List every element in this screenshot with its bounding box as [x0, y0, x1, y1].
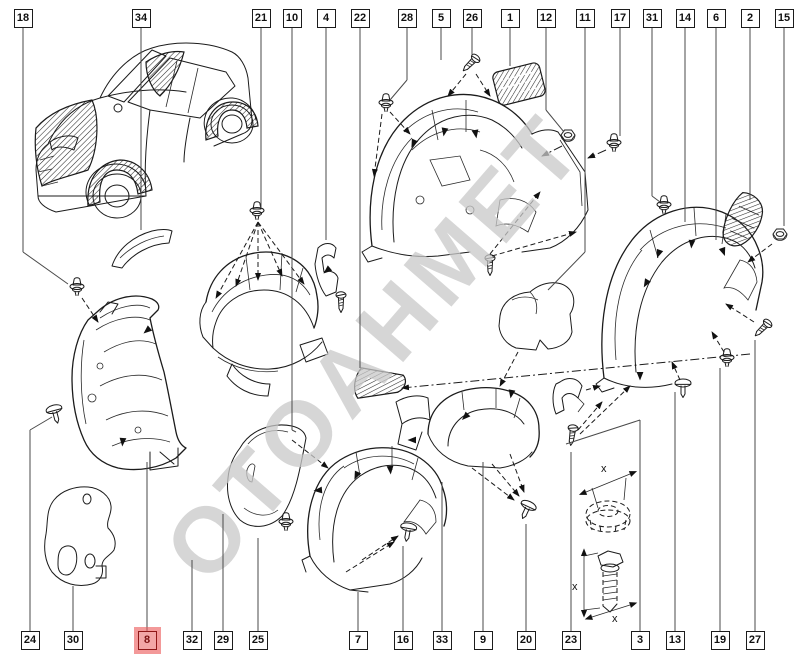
callout-box-22[interactable]: 22: [350, 9, 370, 28]
callout-box-14[interactable]: 14: [675, 9, 695, 28]
callout-box-2[interactable]: 2: [740, 9, 760, 28]
callout-box-23[interactable]: 23: [561, 631, 581, 650]
callout-box-12[interactable]: 12: [536, 9, 556, 28]
callout-box-32[interactable]: 32: [182, 631, 202, 650]
callout-line: [651, 195, 661, 203]
clip-icon: [69, 277, 85, 296]
callout-line: [29, 416, 53, 431]
screw-icon: [565, 423, 580, 447]
dim-label: x: [601, 463, 607, 475]
callout-line: [291, 429, 297, 433]
dim-nut-detail: x: [577, 463, 639, 534]
callout-box-15[interactable]: 15: [774, 9, 794, 28]
callout-box-27[interactable]: 27: [745, 631, 765, 650]
callout-box-21[interactable]: 21: [251, 9, 271, 28]
car-illustration: [34, 42, 259, 219]
bracket-drawing: [314, 243, 347, 313]
bracket-right-drawing: [552, 378, 585, 447]
callout-box-11[interactable]: 11: [575, 9, 595, 28]
callout-box-10[interactable]: 10: [282, 9, 302, 28]
right-rear-wheel-arch-liner-drawing: [595, 206, 764, 393]
top-rear-wheel-arch-liner-drawing: [361, 93, 589, 263]
clip-icon: [656, 195, 672, 214]
clip-icon: [719, 348, 735, 367]
dim-label: x: [572, 581, 578, 593]
callout-line: [22, 251, 69, 285]
callout-box-31[interactable]: 31: [642, 9, 662, 28]
clip-icon: [606, 133, 622, 152]
callout-line: [389, 79, 408, 101]
callout-box-17[interactable]: 17: [610, 9, 630, 28]
push-pin-icon: [44, 402, 66, 426]
callout-box-1[interactable]: 1: [500, 9, 520, 28]
lower-right-liner-drawing: [395, 387, 540, 469]
callout-box-29[interactable]: 29: [213, 631, 233, 650]
callout-box-5[interactable]: 5: [431, 9, 451, 28]
wedge-deflector-drawing: [354, 367, 406, 399]
callout-line: [545, 109, 565, 133]
callout-box-3[interactable]: 3: [630, 631, 650, 650]
dim-label: x: [612, 613, 618, 625]
side-vent-drawing: [722, 191, 764, 247]
callout-box-18[interactable]: 18: [13, 9, 33, 28]
push-pin-icon: [397, 521, 418, 544]
callout-box-19[interactable]: 19: [710, 631, 730, 650]
callout-box-7[interactable]: 7: [348, 631, 368, 650]
callout-line: [565, 419, 641, 445]
push-pin-icon: [674, 378, 692, 398]
callout-leader-lines: [22, 28, 785, 631]
dim-bolt-detail: x x: [572, 548, 639, 625]
push-pin-icon: [514, 497, 539, 523]
assembly-leader-lines: [81, 73, 773, 573]
callout-box-13[interactable]: 13: [665, 631, 685, 650]
callout-box-8[interactable]: 8: [137, 631, 157, 650]
vent-grille-drawing: [492, 62, 546, 106]
callout-box-4[interactable]: 4: [316, 9, 336, 28]
splash-shield-drawing: [498, 282, 575, 351]
clip-icon: [249, 201, 265, 220]
screw-icon: [751, 317, 774, 340]
callout-box-33[interactable]: 33: [432, 631, 452, 650]
callout-box-30[interactable]: 30: [63, 631, 83, 650]
clip-icon: [378, 93, 394, 112]
callout-box-26[interactable]: 26: [462, 9, 482, 28]
fender-protector-drawing: [111, 229, 173, 269]
callout-box-24[interactable]: 24: [20, 631, 40, 650]
callout-box-25[interactable]: 25: [248, 631, 268, 650]
callout-box-28[interactable]: 28: [397, 9, 417, 28]
screw-icon: [459, 52, 482, 75]
callout-box-16[interactable]: 16: [393, 631, 413, 650]
middle-wheel-arch-liner-drawing: [199, 251, 329, 397]
callout-box-9[interactable]: 9: [473, 631, 493, 650]
callout-box-6[interactable]: 6: [706, 9, 726, 28]
nut-icon: [772, 228, 788, 242]
bottom-center-liner-drawing: [301, 446, 448, 593]
callout-box-20[interactable]: 20: [516, 631, 536, 650]
gasket-pad-drawing: [44, 486, 116, 586]
front-wheel-arch-liner-drawing: [71, 295, 187, 471]
callout-line: [547, 251, 586, 291]
callout-box-34[interactable]: 34: [131, 9, 151, 28]
